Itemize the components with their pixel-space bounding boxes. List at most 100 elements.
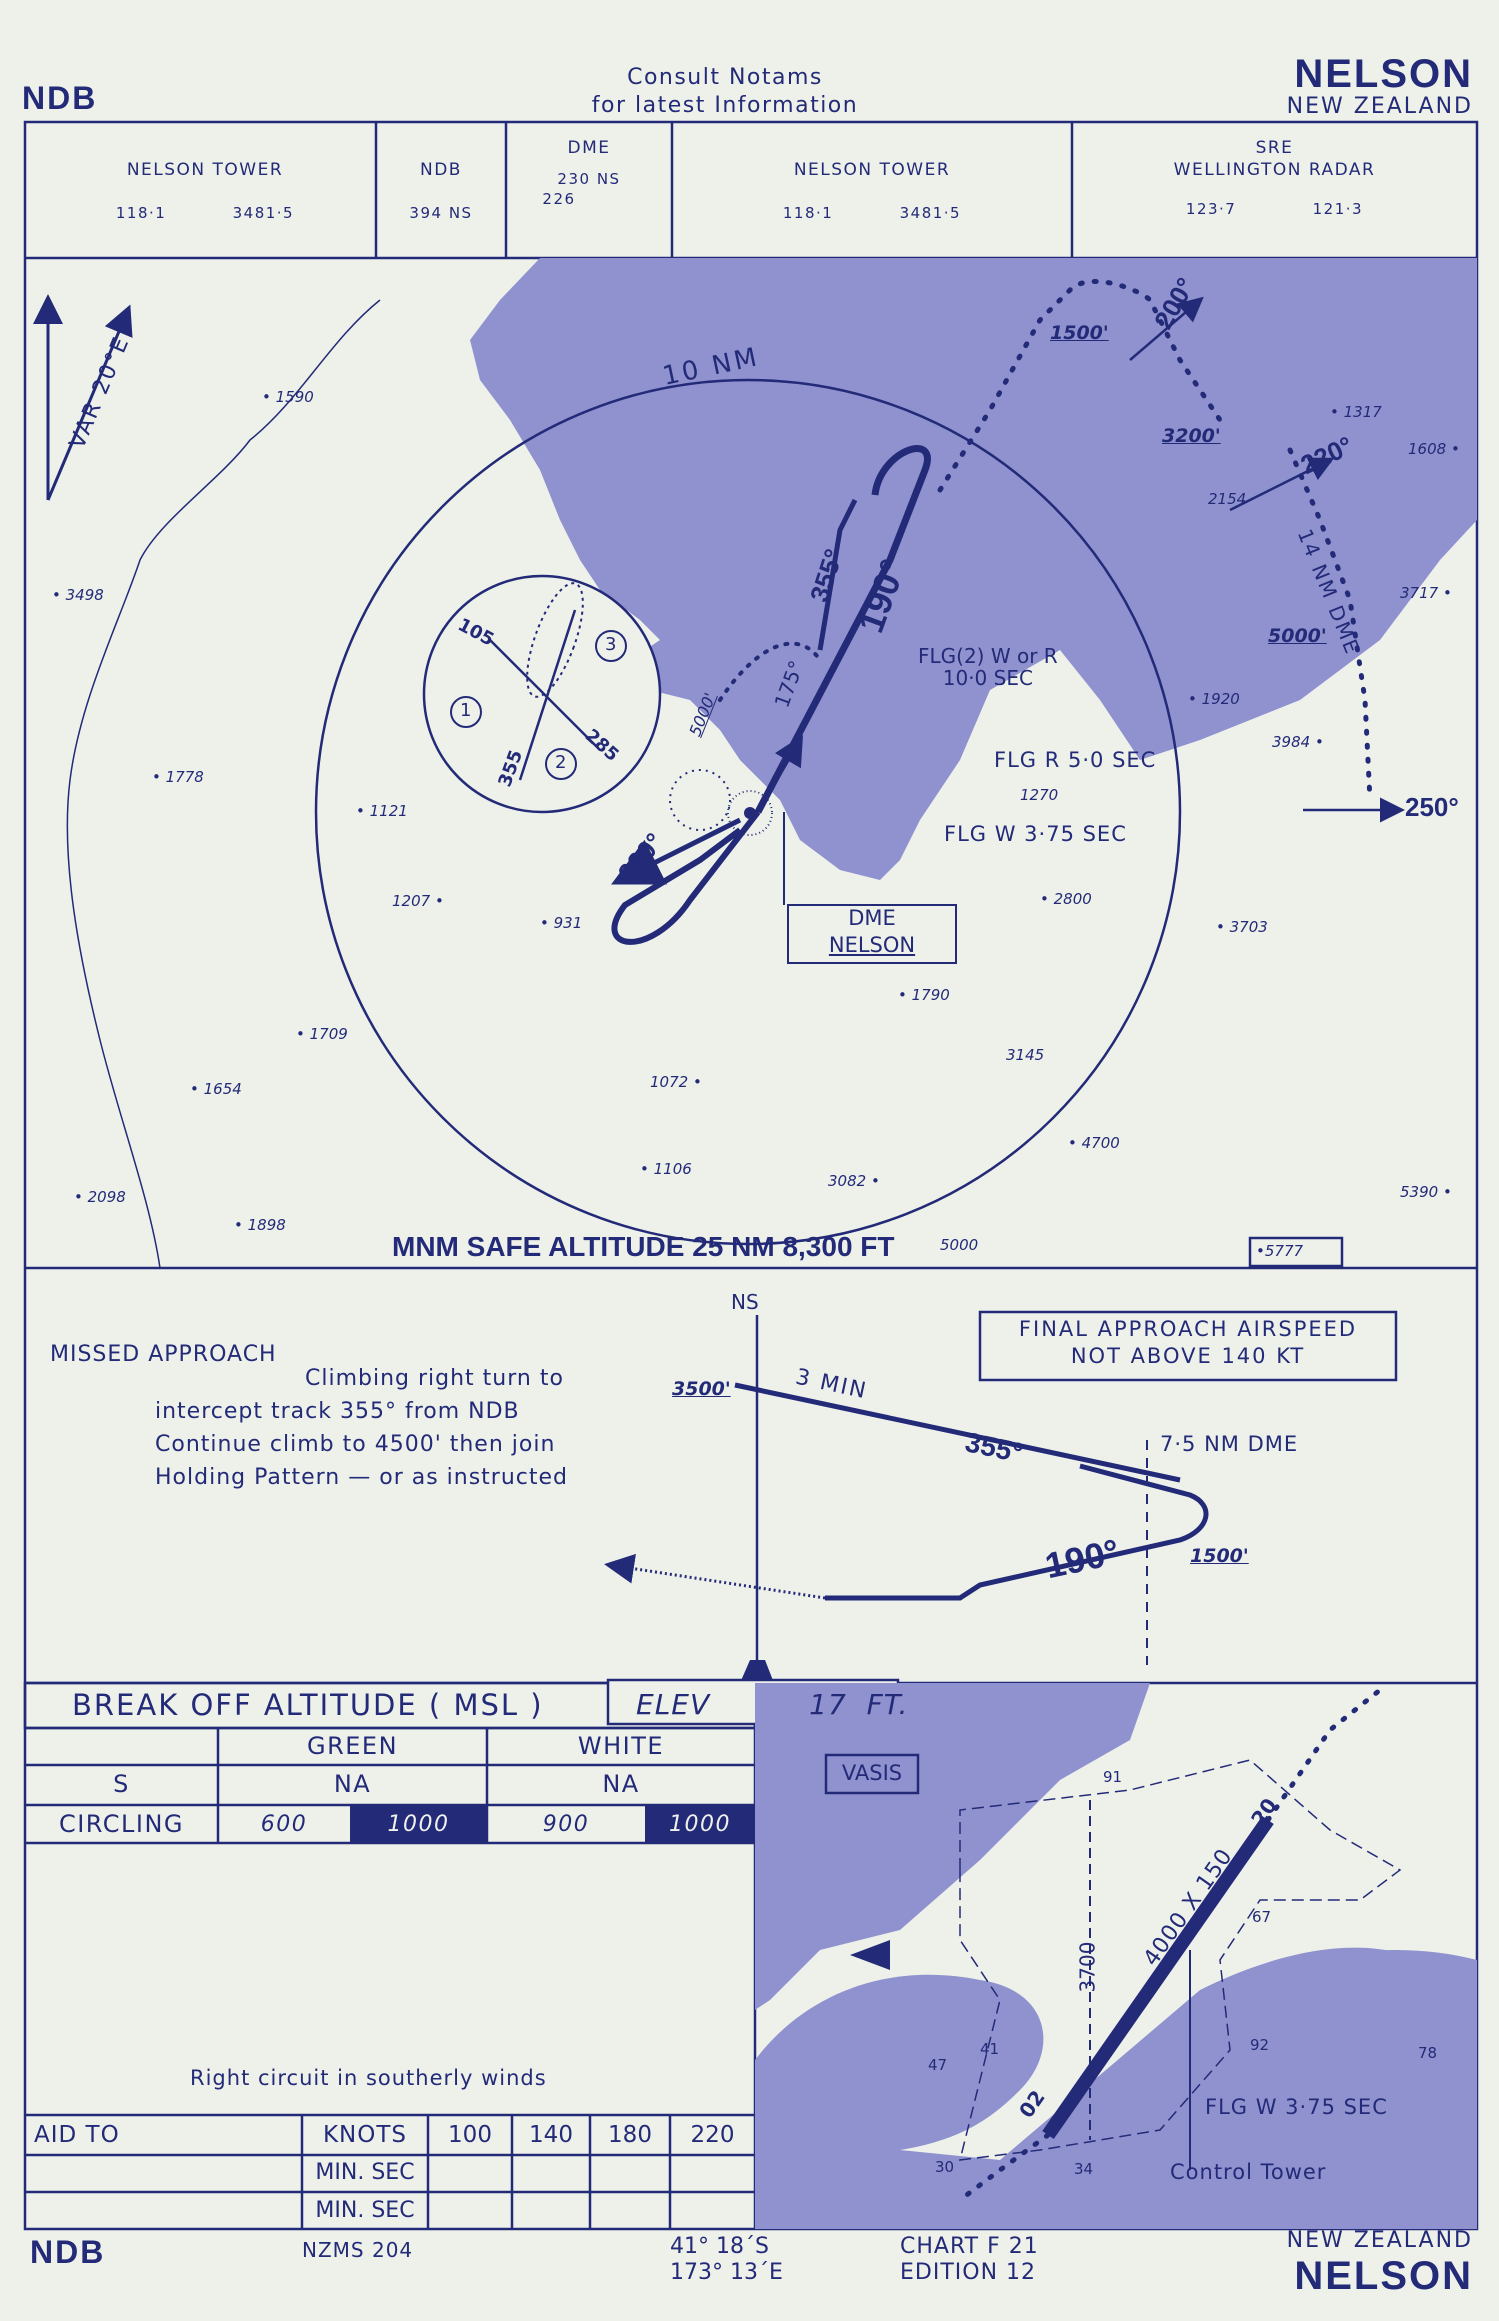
spot-height: • 3498 [52, 586, 104, 604]
comm-freq: 3481·5 [899, 204, 962, 222]
footer-lon: 173° 13´E [670, 2260, 783, 2285]
spot-height: 1608 • [1408, 440, 1460, 458]
track-250: 250° [1405, 792, 1459, 822]
sector-3: 3 [605, 634, 617, 655]
ten-nm-ring [314, 378, 1182, 1246]
header-subtitle: NEW ZEALAND [1286, 94, 1473, 119]
spot-height: 3984 • [1272, 733, 1324, 751]
aerodrome-height: 67 [1252, 1908, 1272, 1926]
spot-height: • 1920 [1188, 690, 1240, 708]
profile-alt-fix: 1500' [1190, 1545, 1249, 1567]
comm-cell-2: NDB 394 NS [376, 160, 506, 222]
profile-station: NS [731, 1290, 759, 1314]
footer-coords: 41° 18´S 173° 13´E [670, 2234, 783, 2286]
aerodrome-height: 92 [1250, 2036, 1270, 2054]
runway [1042, 1815, 1274, 2140]
comm-cell-3: DME 230 NS 226 [506, 138, 672, 208]
row-straight-label: S [113, 1770, 130, 1798]
profile-alt-start: 3500' [672, 1378, 731, 1400]
spot-height: 3717 • [1400, 584, 1452, 602]
sector-2: 2 [555, 752, 567, 773]
timing-grid [25, 2113, 755, 2229]
comm-freqs: 118·1 3481·5 [25, 204, 385, 222]
footer-name: NELSON [1294, 2254, 1473, 2298]
spot-height: 2154 [1208, 490, 1247, 508]
aerodrome-height: 47 [928, 2056, 948, 2074]
light-2: FLG R 5·0 SEC [994, 748, 1157, 772]
vasis-box [824, 1753, 920, 1795]
safe-altitude: MNM SAFE ALTITUDE 25 NM 8,300 FT [392, 1231, 895, 1262]
footer-procedure-type: NDB [30, 2234, 106, 2270]
row-circling-green-vis: 1000 [387, 1812, 450, 1837]
missed-approach-line [604, 1553, 826, 1600]
comm-title: SRE [1255, 138, 1294, 158]
row-circling-white-ceiling: 900 [542, 1812, 590, 1837]
comm-freq: 226 [542, 190, 576, 208]
comm-freq: 123·7 [1185, 200, 1237, 218]
arrival-dotted [937, 278, 1223, 493]
spot-height: • 2098 [74, 1188, 126, 1206]
spot-height: • 3703 [1216, 918, 1268, 936]
notam-line2: for latest Information [591, 93, 859, 118]
footer-chart: CHART F 21 EDITION 12 [900, 2234, 1039, 2286]
aerodrome-height: 41 [980, 2040, 1000, 2058]
river-line [66, 299, 381, 1269]
comm-title: NDB [420, 160, 462, 180]
airspeed-line2: NOT ABOVE 140 KT [1070, 1344, 1306, 1368]
airspeed-note: FINAL APPROACH AIRSPEED NOT ABOVE 140 KT [980, 1316, 1396, 1370]
comm-title: NELSON TOWER [126, 160, 284, 180]
comm-freq: 121·3 [1312, 200, 1364, 218]
missed-line: Holding Pattern — or as instructed [155, 1465, 569, 1490]
header-procedure-type: NDB [22, 80, 98, 116]
comm-freq: 394 NS [409, 204, 473, 222]
missed-line: Continue climb to 4500' then join [155, 1432, 556, 1457]
inbound-leg [825, 1463, 1209, 1601]
airspeed-line1: FINAL APPROACH AIRSPEED [1018, 1317, 1358, 1341]
header-title: NELSON [1294, 52, 1473, 96]
vasis-label: VASIS [841, 1761, 903, 1785]
aerodrome-view [755, 1683, 1477, 2229]
comm-freq: 118·1 [782, 204, 834, 222]
aerodrome-water [755, 1683, 1150, 2010]
comm-freqs: 118·1 3481·5 [672, 204, 1072, 222]
notam-line1: Consult Notams [627, 65, 823, 90]
outbound-leg [734, 1382, 1181, 1483]
spot-height: 5390 • [1400, 1183, 1452, 1201]
alt-1500: 1500' [1050, 322, 1109, 344]
footer-lat: 41° 18´S [670, 2234, 769, 2259]
aid-to-label: AID TO [34, 2122, 120, 2148]
dme-box-title: DME [848, 906, 896, 930]
alt-3200: 3200' [1162, 425, 1221, 447]
sector-1: 1 [460, 700, 472, 721]
spot-height: 3145 [1006, 1046, 1045, 1064]
comm-title: DME [567, 138, 611, 158]
profile-dme-fix: 7·5 NM DME [1160, 1432, 1299, 1456]
comm-cell-4: NELSON TOWER 118·1 3481·5 [672, 160, 1072, 222]
missed-line: intercept track 355° from NDB [155, 1399, 520, 1424]
min-sec-row1: MIN. SEC [315, 2160, 415, 2185]
row-circling-white-vis: 1000 [669, 1812, 731, 1837]
spot-height: • 2800 [1040, 890, 1092, 908]
aerodrome-height: 78 [1418, 2044, 1438, 2062]
spot-height: 5000 [940, 1236, 979, 1254]
missed-approach-title: MISSED APPROACH [50, 1342, 277, 1367]
speed-140: 140 [529, 2122, 573, 2148]
comm-freqs: 123·7 121·3 [1072, 200, 1477, 218]
spot-height: • 4700 [1068, 1134, 1120, 1152]
spot-height: • 1898 [234, 1216, 286, 1234]
row-straight-green: NA [333, 1770, 372, 1798]
plan-view [33, 258, 1477, 1269]
spot-height: • 1590 [262, 388, 314, 406]
spot-height: 1072 • [650, 1073, 702, 1091]
footer-chart-no: CHART F 21 [900, 2234, 1039, 2259]
comm-sub: WELLINGTON RADAR [1173, 160, 1376, 180]
row-straight-white: NA [602, 1770, 640, 1798]
aerodrome-height: 91 [1103, 1768, 1123, 1786]
speed-180: 180 [608, 2122, 652, 2148]
col-white: WHITE [577, 1732, 665, 1760]
alt-5000-feeder: 5000' [1268, 625, 1327, 647]
spot-height: • 931 [540, 914, 583, 932]
spot-height: 3082 • [828, 1172, 880, 1190]
aerodrome-light: FLG W 3·75 SEC [1205, 2095, 1388, 2119]
